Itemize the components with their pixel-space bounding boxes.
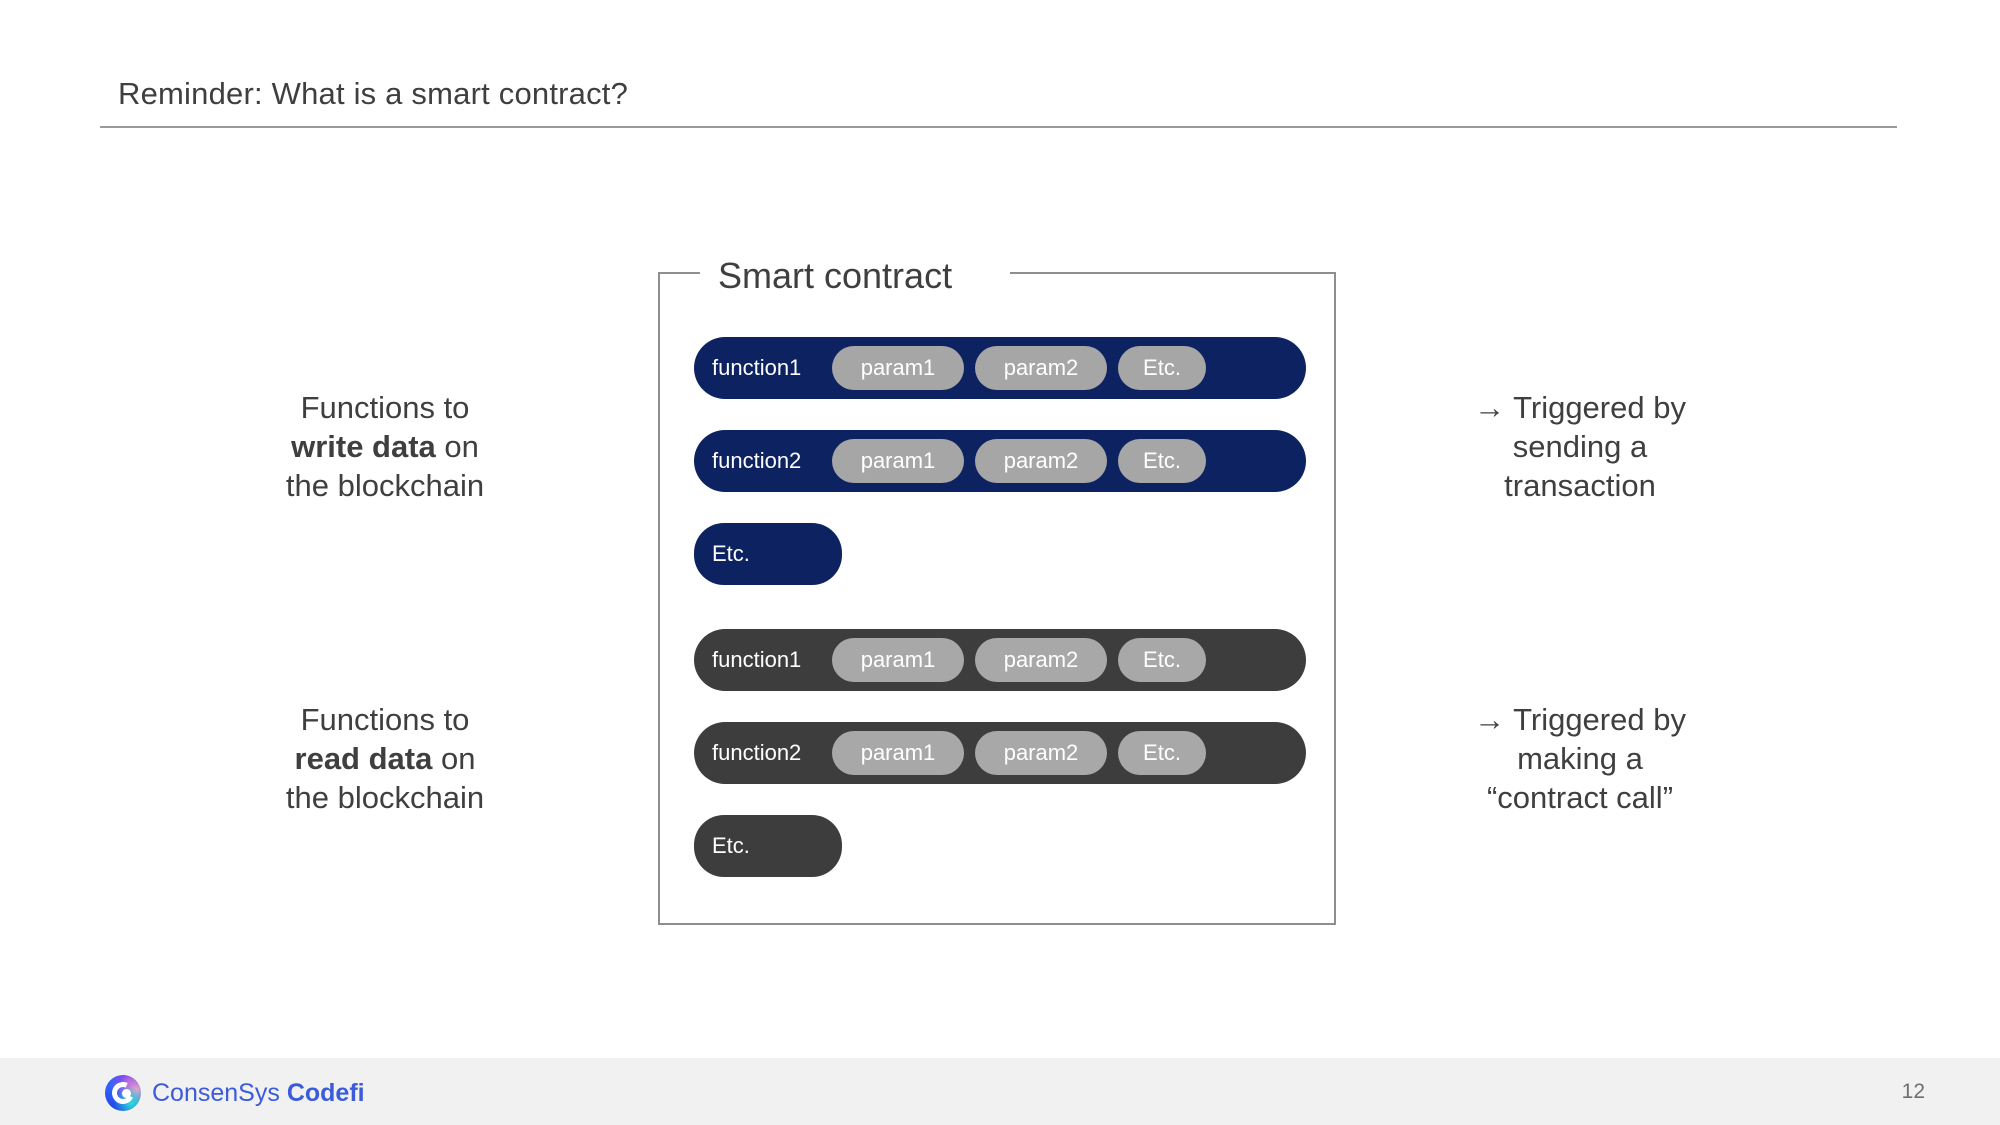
caption-triggered-by-transaction: → Triggered by sending a transaction bbox=[1410, 388, 1750, 505]
param-pill: param1 bbox=[832, 638, 964, 682]
caption-read-data: Functions to read data on the blockchain bbox=[215, 700, 555, 817]
function-name: function2 bbox=[712, 448, 802, 473]
brand-logo: ConsenSys Codefi bbox=[105, 1075, 365, 1111]
page-number: 12 bbox=[1901, 1080, 1925, 1103]
function-name: function1 bbox=[712, 355, 802, 380]
caption-write-data: Functions to write data on the blockchai… bbox=[215, 388, 555, 505]
box-label-gap bbox=[700, 262, 1010, 284]
read-function-row-etc[interactable]: Etc. bbox=[694, 815, 842, 877]
write-function-row-etc[interactable]: Etc. bbox=[694, 523, 842, 585]
smart-contract-label: Smart contract bbox=[718, 255, 953, 296]
caption-triggered-by-contract-call: → Triggered by making a “contract call” bbox=[1410, 700, 1750, 817]
param-pill: param2 bbox=[975, 638, 1107, 682]
title-divider bbox=[100, 126, 1897, 128]
function-rows: function1 param1 param2 Etc. function2 p… bbox=[694, 337, 1306, 908]
param-pill: param1 bbox=[832, 346, 964, 390]
caption-line: sending a bbox=[1512, 429, 1648, 465]
write-function-row-2[interactable]: function2 param1 param2 Etc. bbox=[694, 430, 1306, 492]
read-function-row-2[interactable]: function2 param1 param2 Etc. bbox=[694, 722, 1306, 784]
caption-line: → Triggered by bbox=[1474, 702, 1686, 737]
write-function-row-1[interactable]: function1 param1 param2 Etc. bbox=[694, 337, 1306, 399]
param-pill: param2 bbox=[975, 731, 1107, 775]
function-name: Etc. bbox=[712, 541, 750, 566]
caption-line: on bbox=[432, 741, 476, 777]
caption-line: making a bbox=[1517, 741, 1643, 777]
param-pill: Etc. bbox=[1118, 346, 1206, 390]
function-name: Etc. bbox=[712, 833, 750, 858]
param-pill: Etc. bbox=[1118, 731, 1206, 775]
consensys-logo-icon bbox=[105, 1075, 141, 1111]
caption-line: Functions to bbox=[300, 702, 470, 737]
param-pill: param1 bbox=[832, 731, 964, 775]
caption-line: transaction bbox=[1504, 468, 1656, 504]
footer-band bbox=[0, 1058, 2000, 1125]
function-name: function2 bbox=[712, 740, 802, 765]
caption-line: Functions to bbox=[300, 390, 470, 425]
caption-line: the blockchain bbox=[285, 780, 485, 816]
param-pill: param2 bbox=[975, 346, 1107, 390]
read-function-row-1[interactable]: function1 param1 param2 Etc. bbox=[694, 629, 1306, 691]
caption-line: → Triggered by bbox=[1474, 390, 1686, 425]
page-title: Reminder: What is a smart contract? bbox=[118, 76, 629, 111]
param-pill: param2 bbox=[975, 439, 1107, 483]
caption-emphasis: write data bbox=[291, 429, 436, 465]
caption-line: “contract call” bbox=[1486, 780, 1674, 816]
caption-emphasis: read data bbox=[294, 741, 433, 777]
function-name: function1 bbox=[712, 647, 802, 672]
brand-wordmark: ConsenSys Codefi bbox=[152, 1079, 365, 1108]
param-pill: Etc. bbox=[1118, 638, 1206, 682]
param-pill: Etc. bbox=[1118, 439, 1206, 483]
brand-name-regular: ConsenSys bbox=[152, 1078, 280, 1107]
brand-name-bold: Codefi bbox=[286, 1078, 365, 1107]
caption-line: on bbox=[435, 429, 479, 465]
caption-line: the blockchain bbox=[285, 468, 485, 504]
param-pill: param1 bbox=[832, 439, 964, 483]
